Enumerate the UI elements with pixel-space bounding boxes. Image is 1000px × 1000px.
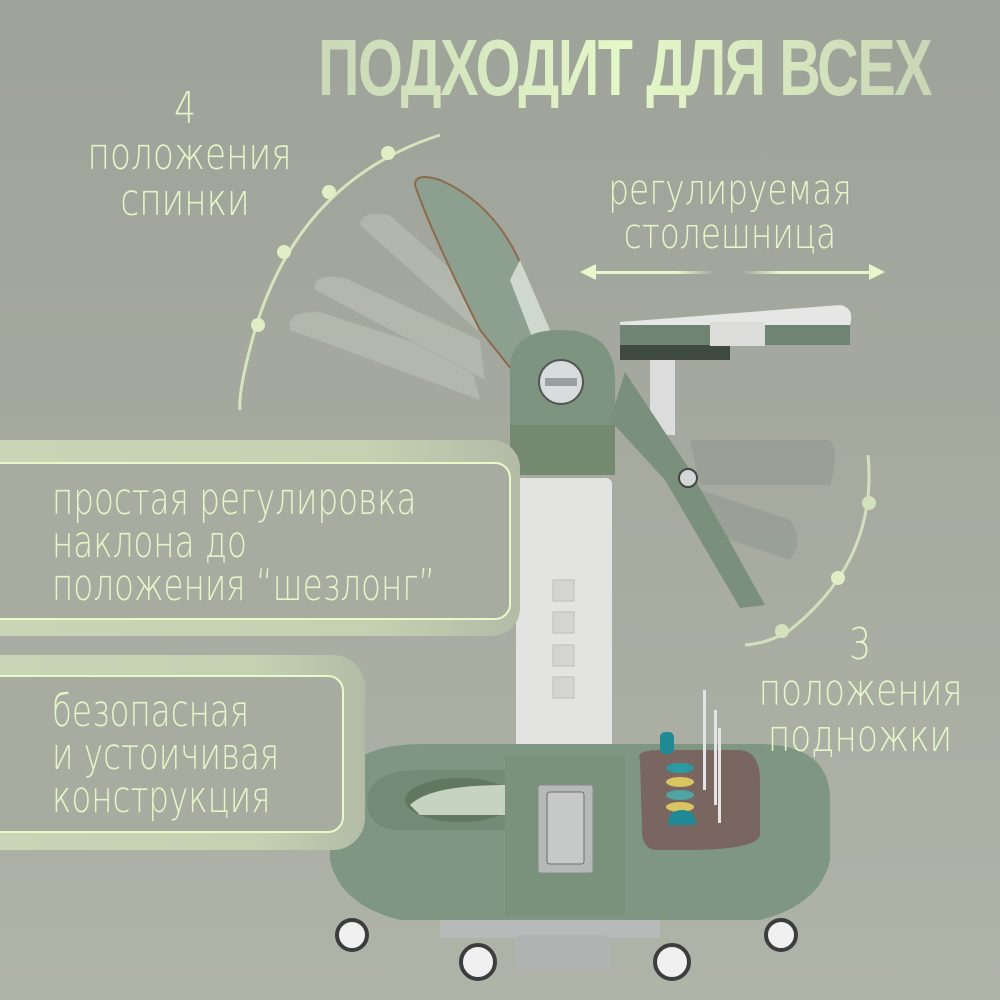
- footrest-label-line: положения: [758, 665, 963, 717]
- footrest-label-line: подножки: [767, 711, 953, 763]
- tabletop-label-line: регулируемая: [608, 165, 852, 214]
- recline-line: наклона до: [52, 517, 247, 569]
- tabletop-label: регулируемая столешница: [570, 165, 890, 259]
- footrest-positions-label: 3 положения подножки: [730, 619, 990, 763]
- chair-base: [330, 690, 830, 970]
- tabletop-label-line: столешница: [623, 209, 837, 259]
- stability-panel: [0, 675, 344, 833]
- wheels: [335, 918, 798, 981]
- footrest-arc-icon: [744, 454, 876, 647]
- backrest-label-line: спинки: [120, 175, 250, 227]
- tabletop: [620, 305, 852, 435]
- recline-line: простая регулировка: [52, 474, 417, 525]
- backrest-count: 4: [174, 83, 196, 134]
- backrest-positions-label: 4 положения спинки: [60, 83, 310, 227]
- recline-panel: [0, 462, 511, 620]
- backrest-arc-icon: [238, 133, 441, 411]
- page-title: ПОДХОДИТ ДЛЯ ВСЕХ: [318, 23, 933, 112]
- stability-line: и устоичивая: [52, 729, 280, 781]
- backrest-label-line: положения: [87, 129, 292, 181]
- stability-line: конструкция: [52, 772, 271, 824]
- stability-panel-text: безопасная и устоичивая конструкция: [52, 686, 359, 824]
- recline-line: положения “шезлонг”: [52, 560, 436, 612]
- stability-line: безопасная: [52, 686, 250, 737]
- double-arrow-icon: [580, 264, 885, 280]
- footrest-count: 3: [849, 619, 871, 670]
- recline-panel-text: простая регулировка наклона до положения…: [52, 474, 570, 612]
